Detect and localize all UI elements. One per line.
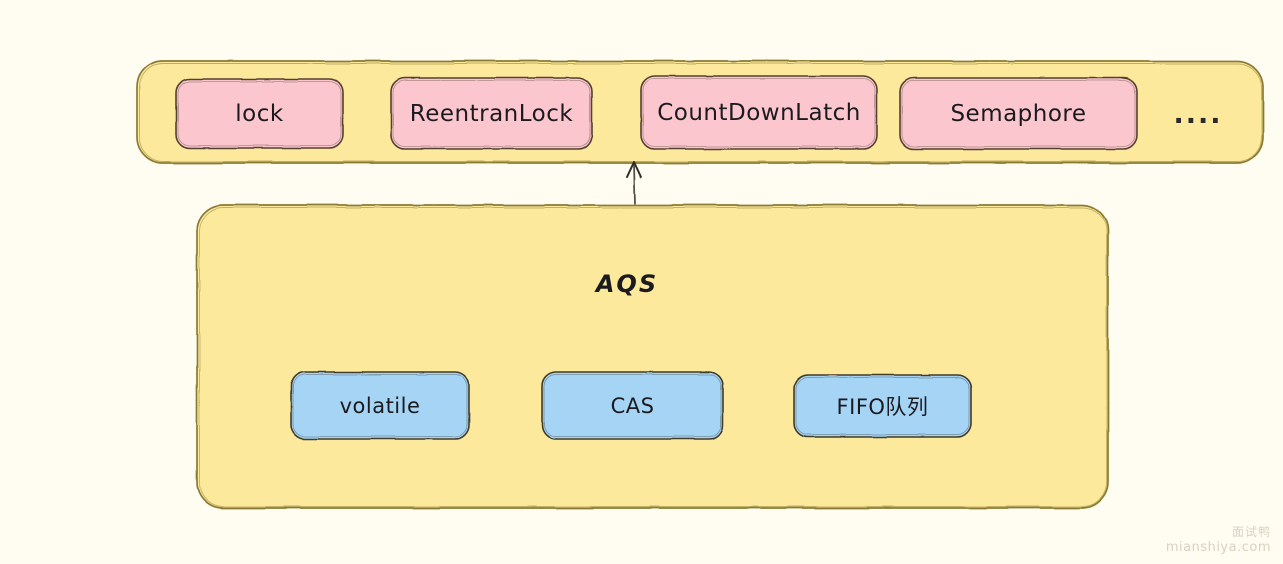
- cas-box-shape: [541, 371, 724, 440]
- aqs-to-utilities-arrow-shape: [626, 161, 642, 205]
- semaphore-box-shape: [899, 77, 1138, 150]
- reentranlock-box-shape: [390, 77, 593, 150]
- volatile-box-shape: [290, 371, 470, 440]
- fifo-queue-box-shape: [793, 374, 972, 438]
- countdownlatch-box-shape: [640, 75, 878, 150]
- aqs-container-shape: [196, 204, 1109, 509]
- lock-box-shape: [175, 78, 344, 149]
